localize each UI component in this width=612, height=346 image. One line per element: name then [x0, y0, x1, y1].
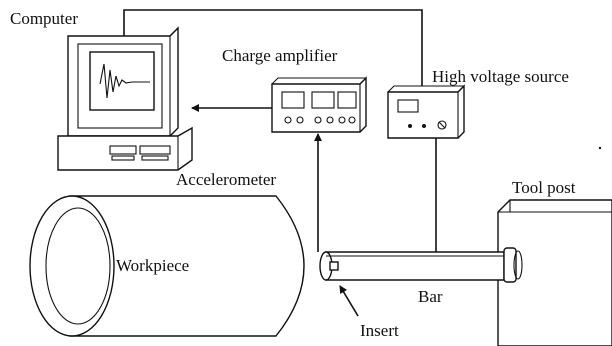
high-voltage-source-label: High voltage source — [432, 67, 569, 86]
workpiece-body — [69, 195, 305, 337]
high-voltage-source: High voltage source — [387, 67, 569, 139]
bar-label: Bar — [418, 287, 443, 306]
charge-amplifier-box — [271, 76, 367, 133]
computer-hv-cable — [123, 9, 423, 86]
wiring — [123, 9, 437, 252]
tool-post-body — [497, 199, 612, 346]
charge-amplifier-label: Charge amplifier — [222, 46, 338, 65]
workpiece-end-face — [29, 195, 115, 337]
bar-collar — [503, 247, 517, 283]
workpiece: Workpiece — [29, 195, 305, 337]
bar: Bar — [319, 247, 523, 306]
insert-tip — [329, 261, 339, 271]
insert-pointer-arrow — [339, 285, 359, 317]
tool-post-label: Tool post — [512, 178, 576, 197]
computer-label: Computer — [10, 9, 78, 28]
computer: Computer — [10, 9, 193, 171]
workpiece-label: Workpiece — [116, 256, 189, 275]
signal-waveform-icon — [99, 63, 150, 99]
tool-post: Tool post — [497, 178, 612, 346]
accelerometer-label: Accelerometer — [176, 170, 276, 189]
charge-amplifier: Charge amplifier — [222, 46, 367, 133]
insert: Insert — [329, 261, 399, 340]
insert-label: Insert — [360, 321, 399, 340]
